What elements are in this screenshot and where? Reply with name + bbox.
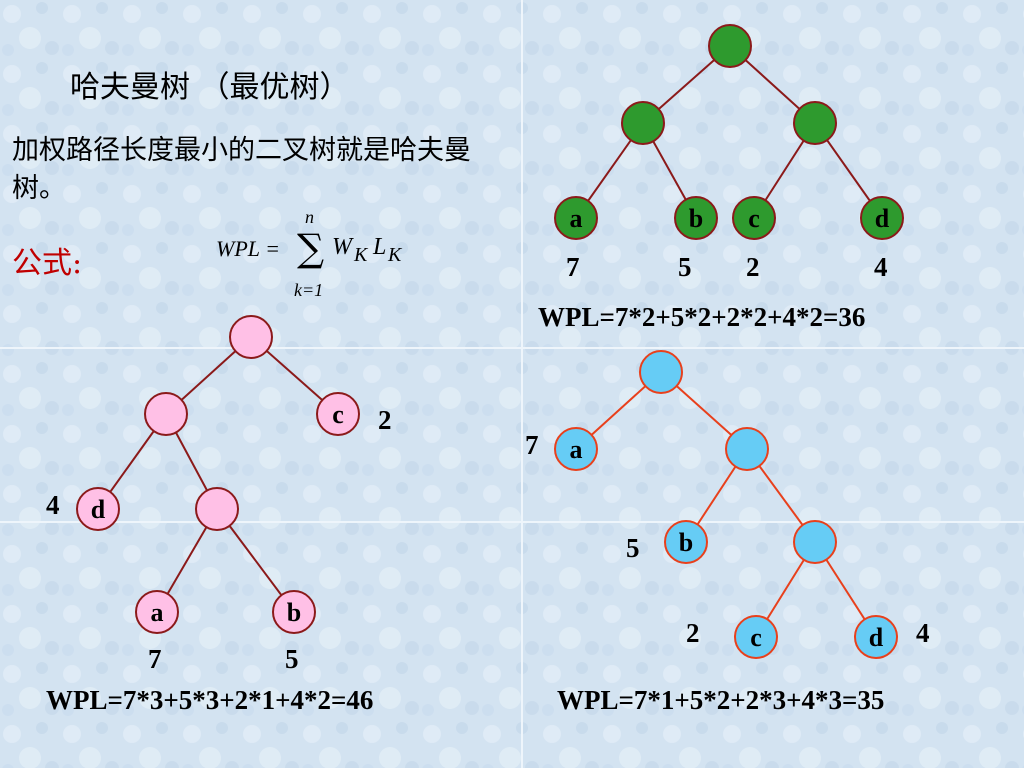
tree-pink-edges (97, 336, 339, 613)
tree-node-internal (725, 427, 769, 471)
formula-sum-top: n (305, 207, 314, 227)
weight-label-blue-c: 2 (686, 618, 700, 648)
weight-label-pink-d: 4 (46, 490, 60, 520)
tree-node-internal (793, 520, 837, 564)
leaf-label-green-c: c (748, 204, 760, 233)
weight-label-pink-c: 2 (378, 405, 392, 435)
weight-label-pink-b: 5 (285, 644, 299, 674)
tree-blue-edges (575, 371, 877, 638)
leaf-label-pink-d: d (91, 495, 106, 524)
wpl-result-pink: WPL=7*3+5*3+2*1+4*2=46 (46, 685, 374, 715)
formula-lhs: WPL = (216, 236, 280, 261)
tree-node-internal (195, 487, 239, 531)
formula-l: L (373, 234, 387, 260)
page-title: 哈夫曼树 （最优树） (70, 70, 350, 105)
leaf-label-blue-a: a (570, 435, 583, 464)
tree-green: a b c d (554, 24, 904, 240)
tree-pink: c d a b (76, 315, 360, 634)
leaf-label-blue-b: b (679, 528, 693, 557)
formula-l-sub: K (388, 244, 402, 266)
weight-label-green-d: 4 (874, 252, 888, 282)
tree-blue-nodes (554, 350, 898, 659)
wpl-result-blue: WPL=7*1+5*2+2*3+4*3=35 (557, 685, 885, 715)
formula-sum-bottom: k=1 (294, 280, 324, 300)
tree-leaf-a (554, 196, 598, 240)
tree-leaf-a (135, 590, 179, 634)
definition-text: 加权路径长度最小的二叉树就是哈夫曼树。 (12, 135, 471, 204)
leaf-label-green-a: a (570, 204, 583, 233)
tree-green-edges (575, 45, 883, 219)
tree-leaf-d (854, 615, 898, 659)
weight-label-blue-b: 5 (626, 533, 640, 563)
tree-pink-nodes (76, 315, 360, 634)
weight-label-green-a: 7 (566, 252, 580, 282)
formula-w-sub: K (354, 244, 368, 266)
formula-w: W (332, 234, 352, 260)
formula-label: 公式: (12, 246, 83, 281)
tree-blue: a b c d (554, 350, 898, 659)
leaf-label-green-b: b (689, 204, 703, 233)
weight-label-green-c: 2 (746, 252, 760, 282)
tree-green-nodes (554, 24, 904, 240)
tree-leaf-b (664, 520, 708, 564)
tree-leaf-a (554, 427, 598, 471)
wpl-result-green: WPL=7*2+5*2+2*2+4*2=36 (538, 302, 866, 332)
tree-node-internal (621, 101, 665, 145)
leaf-label-pink-b: b (287, 598, 301, 627)
tree-node-internal (144, 392, 188, 436)
weight-label-green-b: 5 (678, 252, 692, 282)
weight-label-blue-d: 4 (916, 618, 930, 648)
tree-leaf-c (732, 196, 776, 240)
tree-node-root (229, 315, 273, 359)
weight-label-pink-a: 7 (148, 644, 162, 674)
tree-leaf-b (674, 196, 718, 240)
leaf-label-blue-c: c (750, 623, 762, 652)
leaf-label-pink-a: a (151, 598, 164, 627)
leaf-label-blue-d: d (869, 623, 884, 652)
tree-node-internal (793, 101, 837, 145)
formula-sum-symbol: ∑ (297, 226, 325, 270)
tree-leaf-d (860, 196, 904, 240)
tree-leaf-c (734, 615, 778, 659)
tree-node-root (708, 24, 752, 68)
leaf-label-pink-c: c (332, 400, 344, 429)
leaf-label-green-d: d (875, 204, 890, 233)
tree-leaf-d (76, 487, 120, 531)
tree-node-root (639, 350, 683, 394)
tree-leaf-b (272, 590, 316, 634)
tree-leaf-c (316, 392, 360, 436)
weight-label-blue-a: 7 (525, 430, 539, 460)
